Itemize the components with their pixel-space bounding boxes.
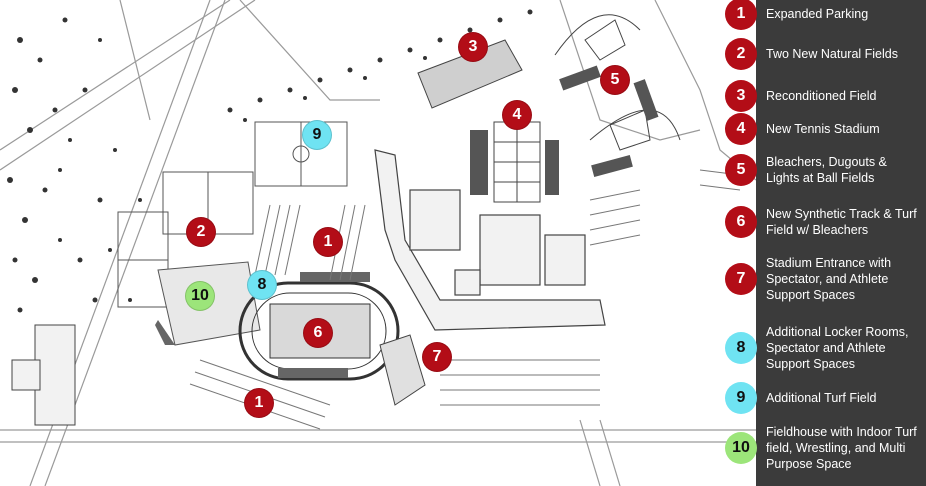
legend-badge: 3 <box>725 80 757 112</box>
legend-label: Additional Turf Field <box>766 391 877 405</box>
legend-badge: 7 <box>725 263 757 295</box>
legend-badge: 10 <box>725 432 757 464</box>
map-marker-7: 7 <box>422 342 452 372</box>
map-marker-5: 5 <box>600 65 630 95</box>
ball-fields <box>554 14 681 151</box>
west-building <box>11 324 76 426</box>
legend-label: Reconditioned Field <box>766 89 877 103</box>
legend-item-10: 10 Fieldhouse with Indoor Turf field, Wr… <box>720 421 926 475</box>
additional-turf-field <box>254 121 348 187</box>
legend-badge: 9 <box>725 382 757 414</box>
stadium-entrance <box>379 334 426 406</box>
legend-item-4: 4 New Tennis Stadium <box>720 113 926 145</box>
legend-label: New Tennis Stadium <box>766 122 880 136</box>
legend-item-9: 9 Additional Turf Field <box>720 382 926 414</box>
map-marker-6: 6 <box>303 318 333 348</box>
legend-panel <box>756 0 926 486</box>
legend-label: Additional Locker Rooms, Spectator and A… <box>766 325 909 371</box>
legend-label: Stadium Entrance with Spectator, and Ath… <box>766 256 892 302</box>
legend-item-3: 3 Reconditioned Field <box>720 80 926 112</box>
map-marker-9: 9 <box>302 120 332 150</box>
legend-badge: 4 <box>725 113 757 145</box>
legend-badge: 6 <box>725 206 757 238</box>
map-marker-8: 8 <box>247 270 277 300</box>
tree-row <box>227 9 533 122</box>
campus-map <box>0 0 756 486</box>
legend-item-5: 5 Bleachers, Dugouts & Lights at Ball Fi… <box>720 152 926 188</box>
map-marker-2: 2 <box>186 217 216 247</box>
map-marker-3: 3 <box>458 32 488 62</box>
legend-badge: 1 <box>725 0 757 30</box>
legend-item-8: 8 Additional Locker Rooms, Spectator and… <box>720 322 926 374</box>
woods-left <box>7 17 142 313</box>
legend-item-6: 6 New Synthetic Track & Turf Field w/ Bl… <box>720 204 926 240</box>
legend-label: Bleachers, Dugouts & Lights at Ball Fiel… <box>766 155 887 185</box>
legend-label: Two New Natural Fields <box>766 47 898 61</box>
map-marker-10: 10 <box>185 281 215 311</box>
legend-item-7: 7 Stadium Entrance with Spectator, and A… <box>720 254 926 304</box>
map-marker-4: 4 <box>502 100 532 130</box>
legend-item-1: 1 Expanded Parking <box>720 0 926 30</box>
legend-item-2: 2 Two New Natural Fields <box>720 37 926 71</box>
legend: 1 Expanded Parking 2 Two New Natural Fie… <box>720 0 926 486</box>
school-building <box>374 149 606 331</box>
map-marker-1-south: 1 <box>244 388 274 418</box>
legend-badge: 2 <box>725 38 757 70</box>
legend-label: Fieldhouse with Indoor Turf field, Wrest… <box>766 425 917 471</box>
legend-label: New Synthetic Track & Turf Field w/ Blea… <box>766 207 917 237</box>
legend-badge: 5 <box>725 154 757 186</box>
legend-label: Expanded Parking <box>766 7 869 21</box>
legend-badge: 8 <box>725 332 757 364</box>
map-marker-1-north: 1 <box>313 227 343 257</box>
